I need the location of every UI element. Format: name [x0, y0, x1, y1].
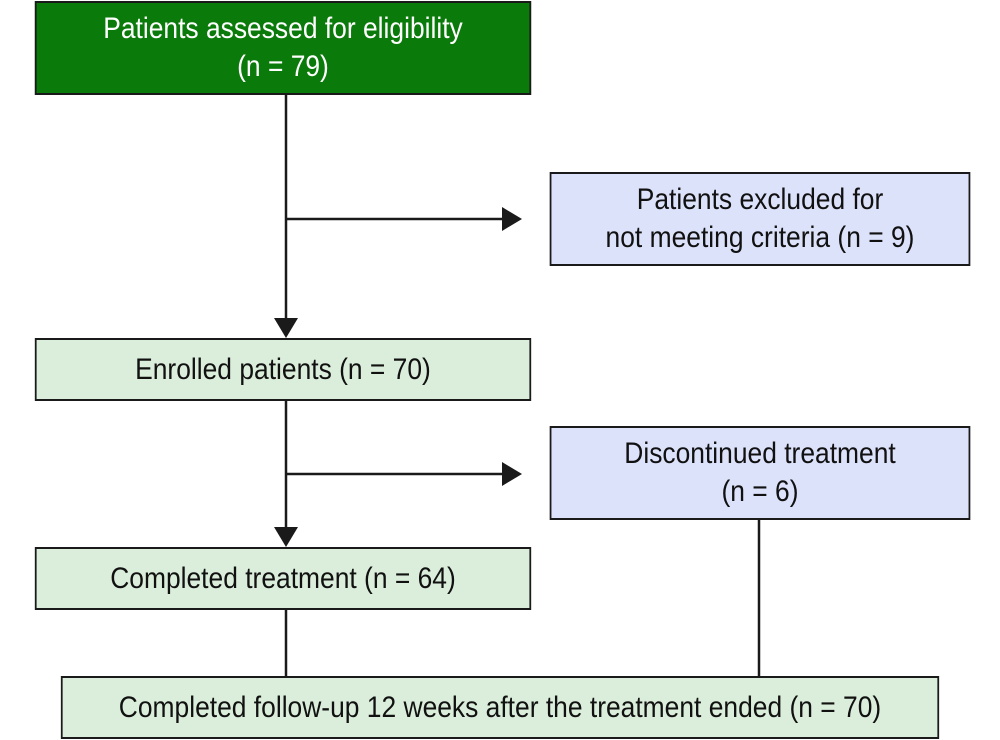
- arrowhead-to-discontinued: [502, 462, 522, 486]
- completed-line1: Completed treatment (n = 64): [110, 561, 456, 595]
- box-patients-assessed: Patients assessed for eligibility (n = 7…: [34, 1, 532, 95]
- enrolled-line1: Enrolled patients (n = 70): [135, 352, 431, 386]
- followup-line1: Completed follow-up 12 weeks after the t…: [118, 690, 882, 724]
- assessed-line2: (n = 79): [237, 50, 329, 83]
- box-completed-followup: Completed follow-up 12 weeks after the t…: [60, 676, 940, 739]
- arrowhead-to-enrolled: [274, 318, 298, 338]
- discontinued-line1: Discontinued treatment: [624, 437, 896, 470]
- assessed-line1: Patients assessed for eligibility: [103, 12, 463, 45]
- box-enrolled-patients: Enrolled patients (n = 70): [34, 338, 532, 401]
- box-completed-treatment: Completed treatment (n = 64): [34, 547, 532, 610]
- box-discontinued-treatment: Discontinued treatment (n = 6): [549, 426, 971, 520]
- arrowhead-to-completed: [274, 527, 298, 547]
- excluded-line1: Patients excluded for: [636, 183, 884, 216]
- excluded-line2: not meeting criteria (n = 9): [605, 221, 915, 254]
- box-patients-excluded: Patients excluded for not meeting criter…: [549, 172, 971, 266]
- discontinued-line2: (n = 6): [721, 475, 799, 508]
- arrowhead-to-excluded: [502, 207, 522, 231]
